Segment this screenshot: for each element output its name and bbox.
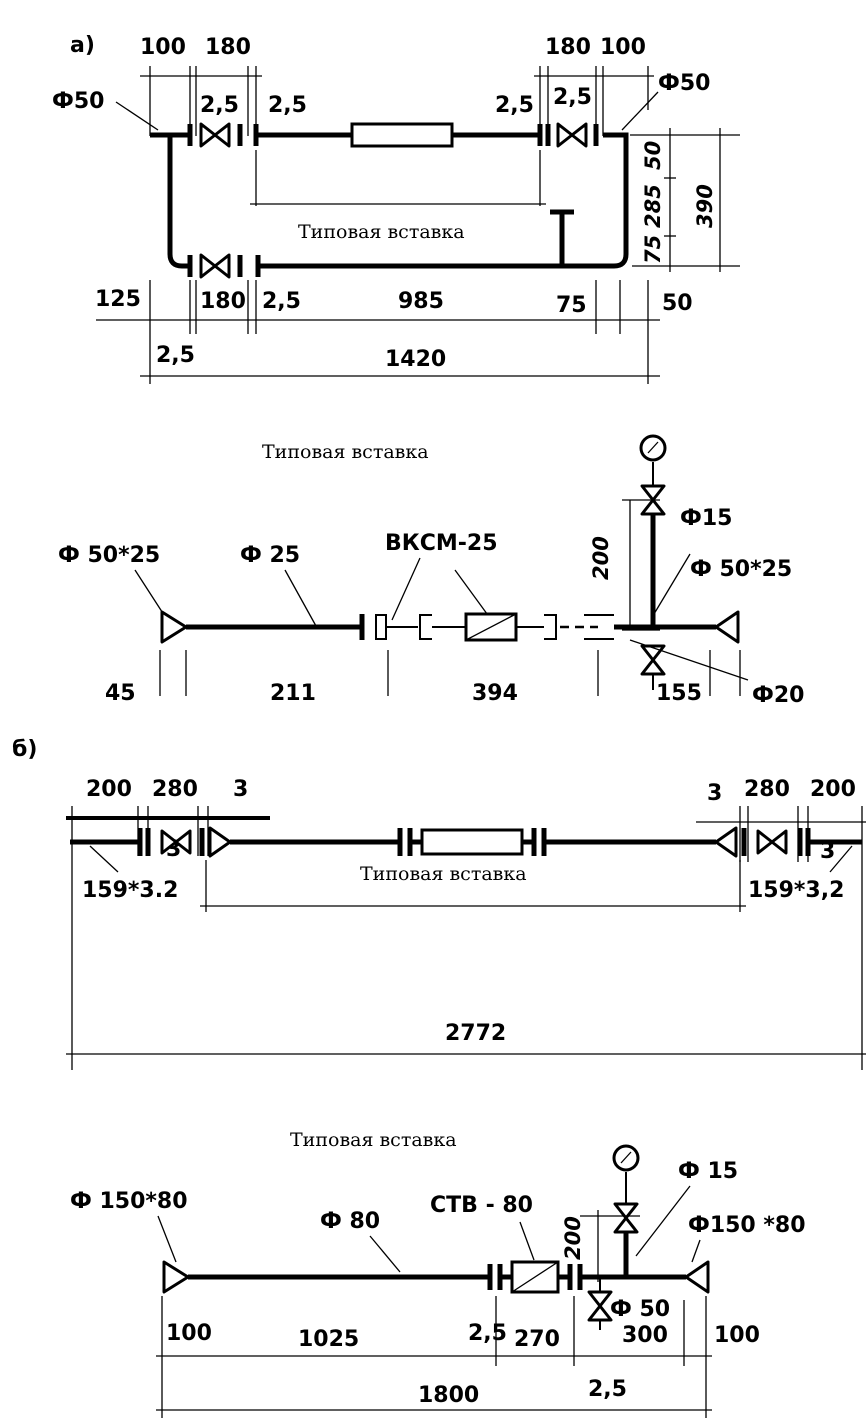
dim-2772: 2772 [445,1021,506,1046]
dim-211: 211 [270,681,316,706]
section-a-top-dimensions [140,66,654,136]
dim-h-200-a: 200 [589,536,613,580]
dim-75: 75 [556,293,587,318]
dim-1800: 1800 [418,1383,479,1408]
phi-80: Ф 80 [320,1209,380,1234]
detail-a-typical-insert: Типовая вставка Ф 50*25 Ф 25 ВКСМ-25 Ф15 [58,434,804,708]
typical-insert-label-a: Типовая вставка [298,221,465,243]
dim-3-right: 3 [820,839,835,864]
section-a-label: а) [70,33,95,58]
dim-2-5-b: 2,5 [468,1321,507,1346]
section-b-label: б) [12,737,37,762]
phi-50x25-right: Ф 50*25 [690,557,792,582]
section-b-scheme: б) 200 280 3 3 3 280 200 3 [12,737,866,1070]
dim-270: 270 [514,1327,560,1352]
stv-80-label: СТВ - 80 [430,1193,533,1218]
dim-200-left: 200 [86,777,132,802]
phi50-left-label: Ф50 [52,89,104,114]
dim-100: 100 [140,35,186,60]
dim-v-75: 75 [641,235,665,264]
dim-3-top-right: 3 [707,781,722,806]
dim-100-b-left: 100 [166,1321,212,1346]
section-a-scheme: а) 100 180 180 100 Ф50 Ф50 2,5 2,5 2,5 2… [52,33,740,384]
detail-b-title: Типовая вставка [290,1129,457,1151]
gap-2-5-a: 2,5 [200,93,239,118]
dim-100-b-right: 100 [714,1323,760,1348]
section-a-vertical-dimensions [630,128,740,272]
section-a-bottom-dimensions [96,280,660,384]
phi-150x80-left: Ф 150*80 [70,1189,188,1214]
dim-v-390: 390 [693,184,717,228]
dim-50: 50 [662,291,693,316]
dim-1025: 1025 [298,1327,359,1352]
dim-3-top-left: 3 [233,777,248,802]
dim-280-left: 280 [152,777,198,802]
gap-2-5-b: 2,5 [268,93,307,118]
dim-155: 155 [656,681,702,706]
gap-2-5-d: 2,5 [553,85,592,110]
dim-985: 985 [398,289,444,314]
dim-2-5-bottom: 2,5 [262,289,301,314]
dim-v-285: 285 [641,184,665,228]
dim-h-200-b: 200 [561,1216,585,1260]
dim-394: 394 [472,681,518,706]
pipe-159-left: 159*3.2 [82,878,178,903]
dim-180-right: 180 [545,35,591,60]
dim-45: 45 [105,681,136,706]
gap-2-5-c: 2,5 [495,93,534,118]
dim-v-50: 50 [641,141,665,170]
dim-180: 180 [205,35,251,60]
dim-300: 300 [622,1323,668,1348]
dim-125: 125 [95,287,141,312]
phi-150x80-right: Ф150 *80 [688,1213,806,1238]
detail-a-title: Типовая вставка [262,441,429,463]
dim-1420: 1420 [385,347,446,372]
vksm-25-label: ВКСМ-25 [385,531,498,556]
pipe-159-right: 159*3,2 [748,878,844,903]
section-a-piping [150,122,629,279]
typical-insert-label-b: Типовая вставка [360,863,527,885]
dim-280-right: 280 [744,777,790,802]
detail-b-typical-insert: Типовая вставка Ф 150*80 Ф 80 СТВ - 80 Ф… [70,1129,806,1418]
phi-15-b: Ф 15 [678,1159,738,1184]
phi-15-a: Ф15 [680,506,732,531]
section-b-piping [70,826,862,858]
dim-2-5-lower: 2,5 [156,343,195,368]
phi-25: Ф 25 [240,543,300,568]
phi-50x25-left: Ф 50*25 [58,543,160,568]
dim-100-right: 100 [600,35,646,60]
dim-2-5-b-lower: 2,5 [588,1377,627,1402]
phi50-right-label: Ф50 [658,71,710,96]
dim-180-bottom: 180 [200,289,246,314]
phi-20: Ф20 [752,683,804,708]
dim-200-right: 200 [810,777,856,802]
phi-50: Ф 50 [610,1297,670,1322]
